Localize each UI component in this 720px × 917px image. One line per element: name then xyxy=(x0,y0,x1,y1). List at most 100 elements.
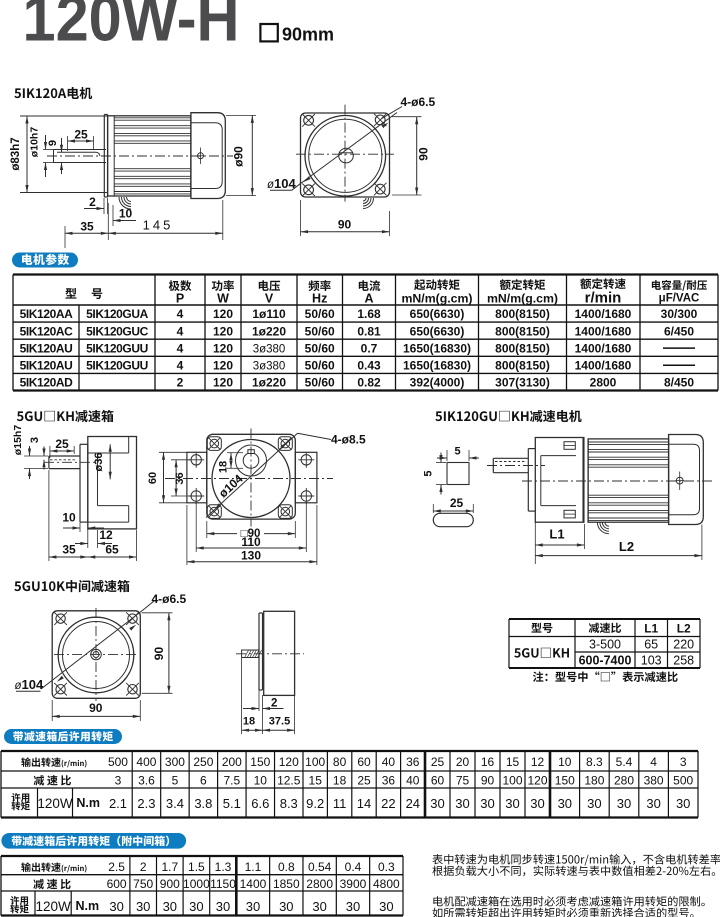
svg-text:300: 300 xyxy=(165,755,185,769)
svg-text:1.68: 1.68 xyxy=(357,307,381,321)
svg-text:mN/m(g.cm): mN/m(g.cm) xyxy=(487,292,558,306)
svg-text:10: 10 xyxy=(62,511,76,525)
svg-text:30: 30 xyxy=(163,899,177,914)
svg-text:392(4000): 392(4000) xyxy=(410,376,465,390)
svg-text:36: 36 xyxy=(406,755,420,769)
svg-text:200: 200 xyxy=(222,755,242,769)
svg-text:60: 60 xyxy=(147,472,159,484)
svg-text:30: 30 xyxy=(346,899,360,914)
svg-text:1650(16830): 1650(16830) xyxy=(403,359,471,373)
svg-text:1150: 1150 xyxy=(210,877,236,891)
svg-text:2: 2 xyxy=(89,195,96,209)
svg-text:120: 120 xyxy=(213,376,233,390)
svg-text:5: 5 xyxy=(172,774,179,788)
svg-text:90: 90 xyxy=(481,774,495,788)
svg-text:145: 145 xyxy=(143,218,174,233)
svg-text:0.43: 0.43 xyxy=(357,359,381,373)
svg-text:8.3: 8.3 xyxy=(280,796,298,811)
svg-text:120W: 120W xyxy=(37,796,73,811)
svg-text:35: 35 xyxy=(80,220,94,234)
svg-text:380: 380 xyxy=(644,774,664,788)
svg-text:800(8150): 800(8150) xyxy=(495,324,550,338)
svg-text:650(6630): 650(6630) xyxy=(410,307,465,321)
svg-text:25: 25 xyxy=(357,774,371,788)
svg-text:80: 80 xyxy=(333,755,347,769)
svg-text:1.1: 1.1 xyxy=(245,860,262,874)
svg-text:4: 4 xyxy=(650,755,657,769)
svg-text:N.m: N.m xyxy=(76,796,100,810)
svg-text:5IK120GUU: 5IK120GUU xyxy=(86,341,148,355)
svg-text:3ø380: 3ø380 xyxy=(253,361,286,373)
svg-text:2: 2 xyxy=(271,698,277,710)
svg-text:14: 14 xyxy=(357,796,371,811)
svg-text:10: 10 xyxy=(558,755,572,769)
svg-text:750: 750 xyxy=(133,877,153,891)
svg-text:150: 150 xyxy=(250,755,270,769)
svg-text:30: 30 xyxy=(530,796,544,811)
svg-text:9: 9 xyxy=(47,140,59,146)
svg-text:30: 30 xyxy=(617,796,631,811)
svg-text:600-7400: 600-7400 xyxy=(579,654,632,668)
svg-text:7.5: 7.5 xyxy=(223,774,240,788)
svg-text:3900: 3900 xyxy=(340,877,367,891)
svg-text:30: 30 xyxy=(430,796,444,811)
svg-text:3: 3 xyxy=(29,437,41,443)
svg-text:16: 16 xyxy=(481,755,495,769)
svg-text:11: 11 xyxy=(333,796,347,811)
svg-text:90: 90 xyxy=(417,147,431,161)
svg-text:100: 100 xyxy=(305,755,325,769)
svg-text:2.1: 2.1 xyxy=(109,796,127,811)
svg-text:5.4: 5.4 xyxy=(616,755,633,769)
svg-text:50/60: 50/60 xyxy=(305,376,335,390)
svg-text:0.3: 0.3 xyxy=(378,860,395,874)
svg-text:4: 4 xyxy=(177,359,184,373)
svg-text:L1: L1 xyxy=(644,622,658,636)
svg-text:25: 25 xyxy=(450,496,464,510)
svg-text:25: 25 xyxy=(74,128,88,142)
svg-text:120: 120 xyxy=(213,341,233,355)
svg-text:800(8150): 800(8150) xyxy=(495,341,550,355)
svg-text:5: 5 xyxy=(423,470,435,476)
svg-text:10: 10 xyxy=(119,207,133,221)
svg-text:180: 180 xyxy=(584,774,604,788)
svg-text:18: 18 xyxy=(218,461,230,473)
svg-text:40: 40 xyxy=(406,774,420,788)
svg-text:120: 120 xyxy=(213,359,233,373)
svg-text:30: 30 xyxy=(455,796,469,811)
svg-text:9.2: 9.2 xyxy=(306,796,324,811)
svg-text:2.5: 2.5 xyxy=(108,860,125,874)
svg-text:4: 4 xyxy=(177,324,184,338)
svg-text:4: 4 xyxy=(177,341,184,355)
svg-text:500: 500 xyxy=(108,755,128,769)
svg-text:35: 35 xyxy=(62,543,76,557)
svg-text:mN/m(g.cm): mN/m(g.cm) xyxy=(401,292,472,306)
svg-text:90: 90 xyxy=(338,218,352,232)
svg-text:□90: □90 xyxy=(241,528,261,540)
svg-text:30: 30 xyxy=(480,796,494,811)
svg-text:L2: L2 xyxy=(619,539,634,554)
svg-text:3: 3 xyxy=(680,755,687,769)
svg-text:25: 25 xyxy=(55,437,69,451)
svg-text:220: 220 xyxy=(673,638,694,652)
svg-text:L1: L1 xyxy=(549,527,564,542)
svg-text:5IK120AC: 5IK120AC xyxy=(20,324,74,338)
svg-text:120W: 120W xyxy=(35,899,71,914)
svg-text:0.54: 0.54 xyxy=(308,860,332,874)
svg-text:ø90: ø90 xyxy=(232,146,246,167)
svg-text:120W-H: 120W-H xyxy=(23,0,240,55)
svg-text:150: 150 xyxy=(555,774,575,788)
svg-text:1.7: 1.7 xyxy=(161,860,178,874)
svg-text:ø104: ø104 xyxy=(216,471,246,500)
svg-text:65: 65 xyxy=(644,638,658,652)
svg-text:30: 30 xyxy=(109,899,123,914)
svg-text:30: 30 xyxy=(587,796,601,811)
svg-text:104: 104 xyxy=(274,176,296,191)
svg-text:0.8: 0.8 xyxy=(278,860,295,874)
svg-text:250: 250 xyxy=(193,755,213,769)
svg-text:15: 15 xyxy=(309,774,323,788)
svg-text:4-ø6.5: 4-ø6.5 xyxy=(401,95,436,109)
svg-text:6/450: 6/450 xyxy=(664,324,694,338)
svg-text:1400/1680: 1400/1680 xyxy=(575,341,632,355)
svg-text:1.3: 1.3 xyxy=(215,860,232,874)
svg-text:18: 18 xyxy=(243,716,255,728)
